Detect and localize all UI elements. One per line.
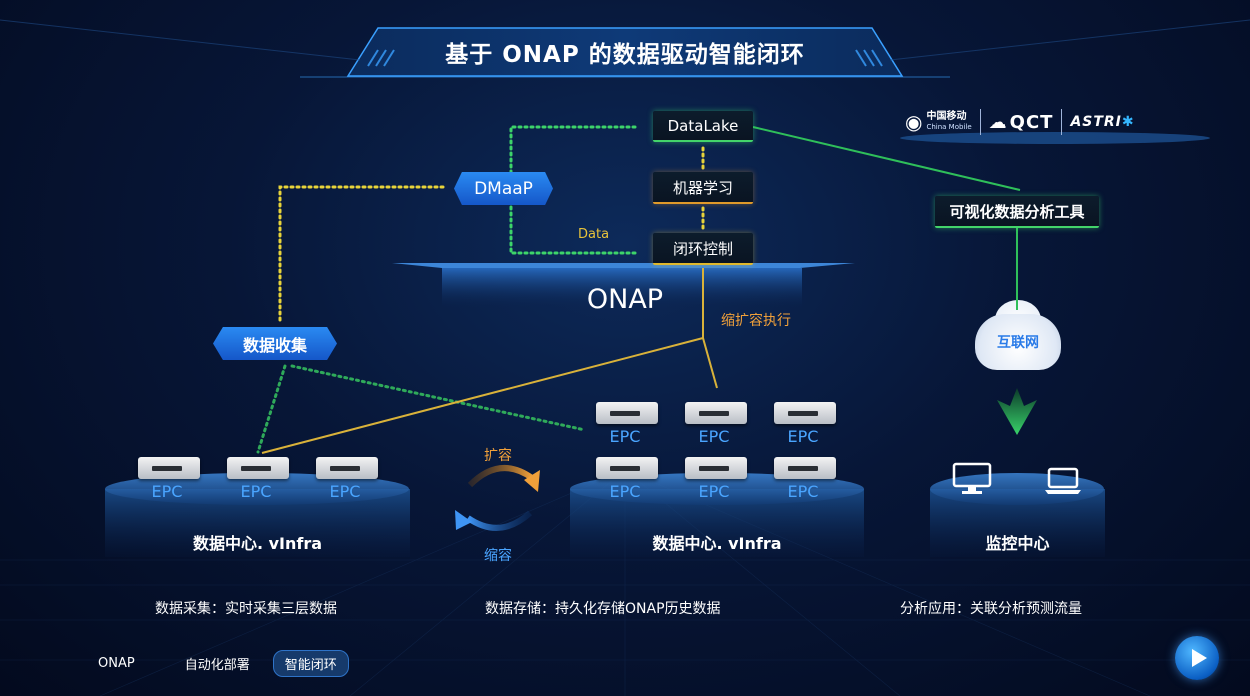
machine-learning-node: 机器学习 xyxy=(653,172,753,204)
logo-divider xyxy=(1061,109,1063,135)
platform-left-label: 数据中心. vInfra xyxy=(192,534,323,553)
platform-left xyxy=(105,473,410,557)
partner-logos: ◉ 中国移动 China Mobile ☁ QCT ASTRI✱ xyxy=(905,104,1205,140)
server-icon xyxy=(138,457,200,479)
link-scale-left xyxy=(261,337,704,454)
server-icon xyxy=(596,457,658,479)
internet-label: 互联网 xyxy=(997,335,1039,351)
down-arrow-icon xyxy=(997,388,1037,435)
server-icon xyxy=(227,457,289,479)
datalake-node: DataLake xyxy=(653,111,753,142)
tab-auto-deploy[interactable]: 自动化部署 xyxy=(184,658,250,673)
epc-label: EPC xyxy=(609,427,641,446)
tab-intelligent-loop[interactable]: 智能闭环 xyxy=(272,650,349,677)
server-icon xyxy=(685,457,747,479)
link-scale-middle xyxy=(702,337,718,389)
onap-label: ONAP xyxy=(586,284,664,315)
cloud-icon: 互联网 xyxy=(975,300,1061,370)
epc-label: EPC xyxy=(787,482,819,501)
bottom-tabs: ONAP 自动化部署 智能闭环 xyxy=(98,650,349,677)
data-edge-label: Data xyxy=(578,227,610,242)
tab-onap[interactable]: ONAP xyxy=(98,656,135,671)
closed-loop-node: 闭环控制 xyxy=(653,233,753,265)
scale-exec-label: 缩扩容执行 xyxy=(721,313,791,329)
link-collect-middle xyxy=(290,364,587,432)
server-icon xyxy=(774,457,836,479)
epc-label: EPC xyxy=(698,482,730,501)
monitor-icon xyxy=(952,462,992,494)
page-title: 基于 ONAP 的数据驱动智能闭环 xyxy=(445,42,805,68)
china-mobile-mark-icon: ◉ xyxy=(905,110,923,134)
title-banner-frame xyxy=(0,19,1250,78)
visualization-tool-node: 可视化数据分析工具 xyxy=(935,196,1099,228)
china-mobile-logo: ◉ 中国移动 China Mobile xyxy=(905,110,972,134)
play-icon xyxy=(1192,649,1207,667)
qct-cloud-icon: ☁ xyxy=(988,111,1008,133)
qct-logo: ☁ QCT xyxy=(988,111,1054,133)
server-icon xyxy=(685,402,747,424)
caption-store: 数据存储：持久化存储ONAP历史数据 xyxy=(485,601,721,617)
link-dmaap-collect xyxy=(278,185,445,324)
link-datalake-viz xyxy=(752,126,1021,191)
caption-analyze: 分析应用：关联分析预测流量 xyxy=(900,601,1082,617)
play-button[interactable] xyxy=(1175,636,1219,680)
epc-label: EPC xyxy=(329,482,361,501)
refresh-arrows-icon xyxy=(455,465,540,531)
platform-right xyxy=(930,473,1105,557)
server-icon xyxy=(596,402,658,424)
platform-middle xyxy=(570,473,864,557)
shrink-label: 缩容 xyxy=(484,548,512,564)
platform-right-label: 监控中心 xyxy=(985,534,1050,553)
logo-divider xyxy=(979,109,981,135)
epc-label: EPC xyxy=(787,427,819,446)
caption-collect: 数据采集：实时采集三层数据 xyxy=(155,601,337,617)
link-collect-left xyxy=(256,364,287,454)
data-collection-node: 数据收集 xyxy=(213,327,337,360)
server-icon xyxy=(316,457,378,479)
epc-label: EPC xyxy=(698,427,730,446)
astri-star-icon: ✱ xyxy=(1121,114,1135,130)
epc-label: EPC xyxy=(151,482,183,501)
epc-label: EPC xyxy=(609,482,641,501)
astri-logo: ASTRI✱ xyxy=(1070,114,1135,130)
expand-label: 扩容 xyxy=(484,448,512,464)
platform-middle-label: 数据中心. vInfra xyxy=(652,534,782,553)
dmaap-node: DMaaP xyxy=(454,172,553,205)
epc-label: EPC xyxy=(240,482,272,501)
title-banner: 基于 ONAP 的数据驱动智能闭环 xyxy=(350,26,900,78)
server-icon xyxy=(774,402,836,424)
laptop-icon xyxy=(1045,467,1081,494)
